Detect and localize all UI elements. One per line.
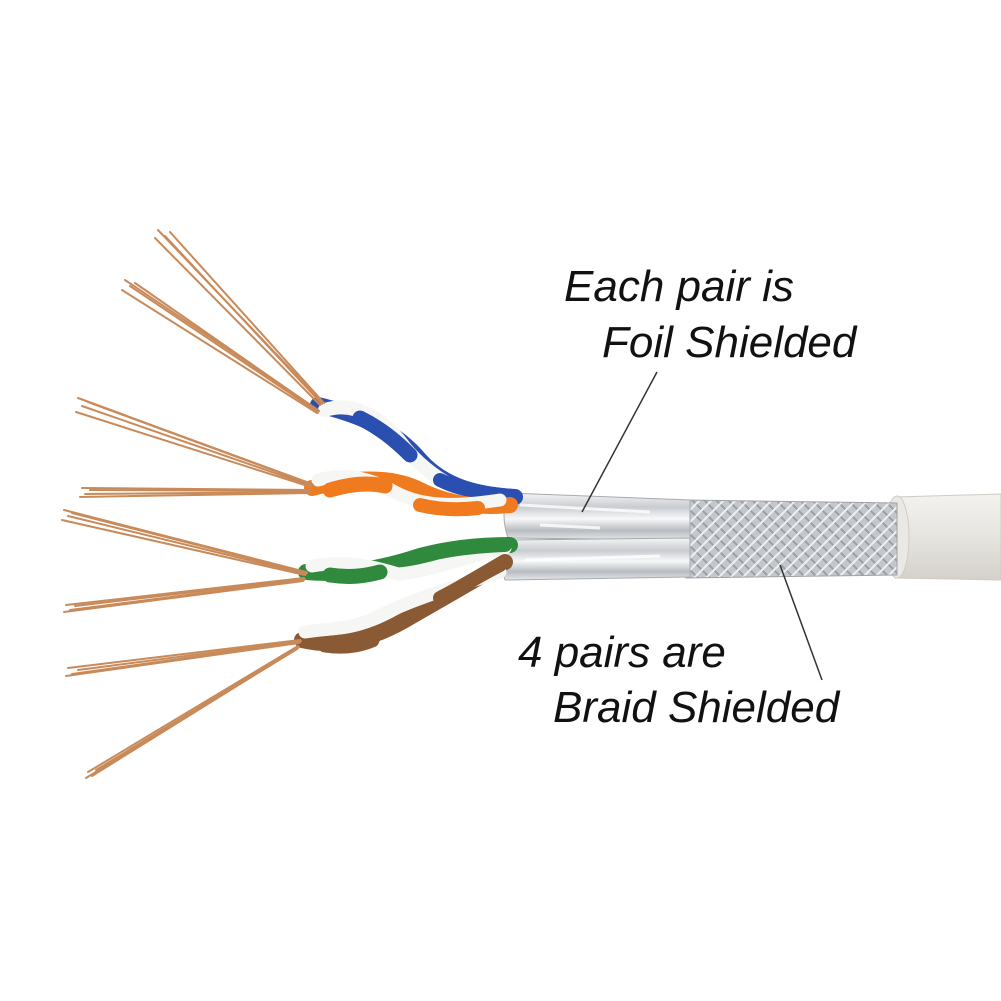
braid-pointer-line <box>779 564 823 681</box>
braid-shield <box>681 499 898 579</box>
copper-strands <box>61 229 325 779</box>
foil-pointer-line <box>581 371 658 513</box>
foil-callout-line1: Each pair is <box>564 262 794 311</box>
braid-callout-line1: 4 pairs are <box>518 628 726 677</box>
cable-jacket <box>884 493 1001 581</box>
green-wire-pair <box>298 537 518 584</box>
orange-wire-pair <box>304 469 518 517</box>
foil-callout-line2: Foil Shielded <box>602 318 857 367</box>
blue-wire-pair <box>310 397 523 512</box>
brown-wire-pair <box>294 554 513 654</box>
foil-shield <box>501 492 691 581</box>
braid-callout-line2: Braid Shielded <box>553 683 840 732</box>
